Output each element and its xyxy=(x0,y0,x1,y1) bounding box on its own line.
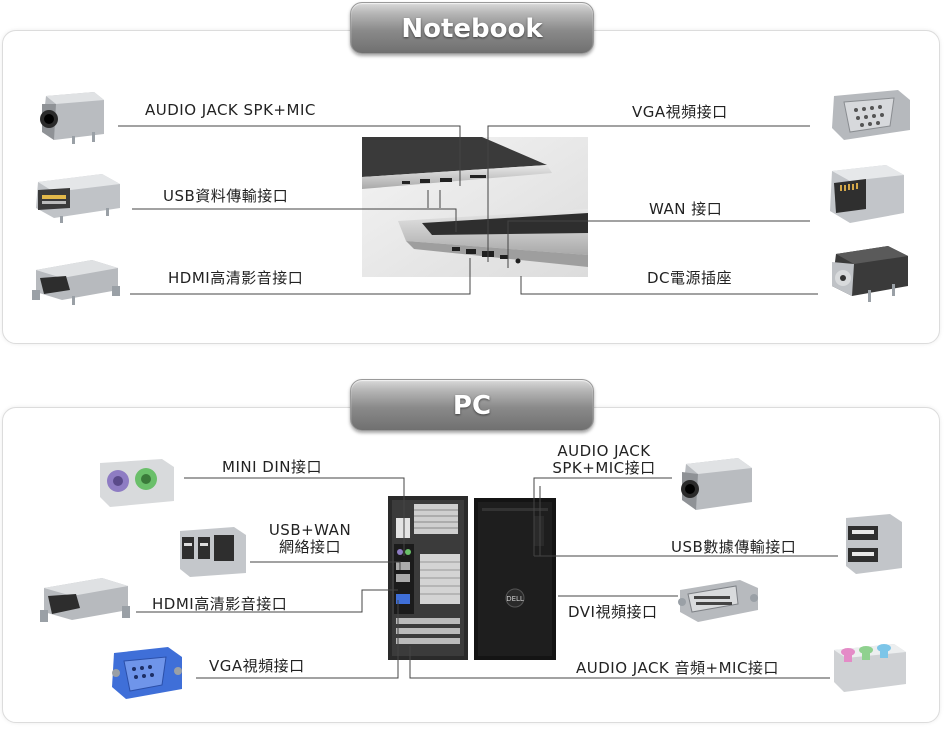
pc-audio-multi-jack-component-icon xyxy=(834,644,906,692)
pc-usb-data-label: USB數據傳輸接口 xyxy=(671,538,797,556)
pc-hdmi-component-icon xyxy=(40,578,130,622)
notebook-hdmi-label: HDMI高清影音接口 xyxy=(168,269,304,287)
hdmi-component-icon xyxy=(32,260,120,305)
audio-jack-component-icon xyxy=(40,92,104,144)
notebook-wan-leader-line xyxy=(507,220,810,268)
pc-usb-component-icon xyxy=(846,514,902,574)
usb-wan-component-icon xyxy=(180,527,246,577)
pc-audio-jack-label-line1: AUDIO JACK xyxy=(557,442,651,460)
notebook-hdmi-leader-line xyxy=(130,258,471,295)
wan-component-icon xyxy=(830,165,904,223)
notebook-usb-leader-line xyxy=(132,208,457,232)
pc-usb-wan-label-line1: USB+WAN xyxy=(268,521,352,539)
notebook-usb-label: USB資料傳輸接口 xyxy=(163,187,289,205)
pc-audio-jack-label: AUDIO JACK SPK+MIC接口 xyxy=(548,443,660,477)
pc-dvi-label: DVI視頻接口 xyxy=(568,603,658,621)
notebook-dc-label: DC電源插座 xyxy=(647,269,733,287)
pc-hdmi-label: HDMI高清影音接口 xyxy=(152,595,288,613)
pc-audio-jack-mic-leader-line xyxy=(409,646,830,679)
notebook-audio-jack-label: AUDIO JACK SPK+MIC xyxy=(145,101,316,119)
pc-title: PC xyxy=(350,379,594,431)
dell-logo: DELL xyxy=(506,595,524,603)
pc-audio-jack-component-icon xyxy=(681,458,752,510)
notebook-title: Notebook xyxy=(350,2,594,54)
pc-audio-jack-mic-label: AUDIO JACK 音頻+MIC接口 xyxy=(576,659,779,677)
usb-component-icon xyxy=(36,174,120,223)
laptop-photo xyxy=(362,137,588,277)
notebook-vga-leader-line xyxy=(487,125,810,262)
notebook-dc-leader-line xyxy=(520,276,818,295)
pc-audio-jack-label-line2: SPK+MIC接口 xyxy=(552,459,656,477)
pc-mini-din-leader-line xyxy=(184,477,405,556)
pc-usb-wan-leader-line xyxy=(250,561,401,570)
pc-vga-leader-line xyxy=(196,600,399,679)
notebook-audio-jack-leader-line xyxy=(118,125,461,186)
dvi-component-icon xyxy=(678,580,758,622)
pc-hdmi-leader-line xyxy=(136,589,398,613)
pc-vga-label: VGA視頻接口 xyxy=(209,657,305,675)
pc-usb-wan-label: USB+WAN 網絡接口 xyxy=(260,522,360,556)
pc-tower-photo: DELL xyxy=(388,496,556,660)
pc-usb-wan-label-line2: 網絡接口 xyxy=(278,538,341,556)
pc-mini-din-label: MINI DIN接口 xyxy=(222,458,322,476)
notebook-wan-label: WAN 接口 xyxy=(649,200,723,218)
dc-jack-component-icon xyxy=(832,246,908,302)
mini-din-component-icon xyxy=(100,459,174,507)
pc-vga-component-icon xyxy=(112,647,182,699)
vga-component-icon xyxy=(832,90,910,140)
notebook-vga-label: VGA視頻接口 xyxy=(632,103,728,121)
pc-audio-jack-leader-line xyxy=(533,477,672,556)
